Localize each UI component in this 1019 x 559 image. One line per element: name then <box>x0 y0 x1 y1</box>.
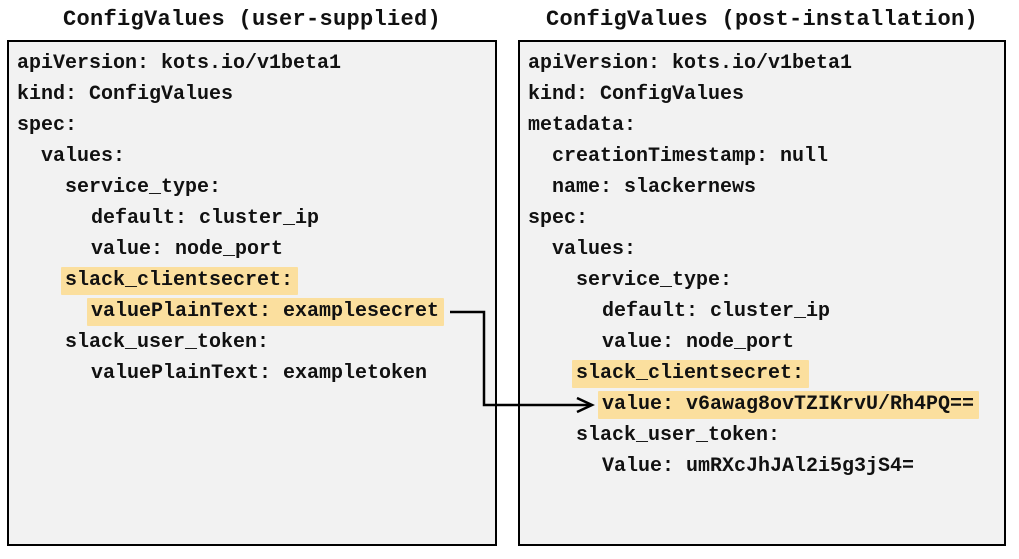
code-line-encrypted-token: Value: umRXcJhJAl2i5g3jS4= <box>602 455 915 478</box>
code-line-name: name: slackernews <box>552 176 757 199</box>
code-line-valueplaintext-secret: valuePlainText: examplesecret <box>17 296 495 327</box>
code-line-encrypted-value: value: v6awag8ovTZIKrvU/Rh4PQ== <box>528 389 1004 420</box>
code-line-creation-timestamp: creationTimestamp: null <box>552 145 829 168</box>
yaml-code-block: apiVersion: kots.io/v1beta1 kind: Config… <box>520 42 1004 482</box>
highlighted-encrypted-secret: value: v6awag8ovTZIKrvU/Rh4PQ== <box>598 391 980 419</box>
code-line-apiversion: apiVersion: kots.io/v1beta1 <box>528 52 853 75</box>
code-line-slack-clientsecret: slack_clientsecret: <box>528 358 1004 389</box>
code-line-slack-user-token: slack_user_token: <box>65 331 270 354</box>
code-line-apiversion: apiVersion: kots.io/v1beta1 <box>17 52 342 75</box>
code-line-metadata: metadata: <box>528 114 637 137</box>
code-line-values: values: <box>41 145 126 168</box>
code-line-spec: spec: <box>528 207 589 230</box>
code-line-valueplaintext-token: valuePlainText: exampletoken <box>91 362 428 385</box>
code-line-values: values: <box>552 238 637 261</box>
code-line-service-type: service_type: <box>65 176 222 199</box>
code-line-slack-clientsecret: slack_clientsecret: <box>17 265 495 296</box>
code-line-default: default: cluster_ip <box>91 207 320 230</box>
right-panel-title: ConfigValues (post-installation) <box>545 7 979 32</box>
left-panel-title: ConfigValues (user-supplied) <box>62 7 442 32</box>
code-line-slack-user-token: slack_user_token: <box>576 424 781 447</box>
code-line-default: default: cluster_ip <box>602 300 831 323</box>
code-line-kind: kind: ConfigValues <box>528 83 745 106</box>
highlighted-plaintext-secret: valuePlainText: examplesecret <box>87 298 445 326</box>
code-line-value: value: node_port <box>602 331 795 354</box>
highlighted-key: slack_clientsecret: <box>572 360 810 388</box>
highlighted-key: slack_clientsecret: <box>61 267 299 295</box>
code-line-kind: kind: ConfigValues <box>17 83 234 106</box>
code-line-spec: spec: <box>17 114 78 137</box>
code-line-value: value: node_port <box>91 238 284 261</box>
yaml-code-block: apiVersion: kots.io/v1beta1 kind: Config… <box>9 42 495 389</box>
code-line-service-type: service_type: <box>576 269 733 292</box>
post-installation-config-panel: apiVersion: kots.io/v1beta1 kind: Config… <box>518 40 1006 546</box>
user-supplied-config-panel: apiVersion: kots.io/v1beta1 kind: Config… <box>7 40 497 546</box>
